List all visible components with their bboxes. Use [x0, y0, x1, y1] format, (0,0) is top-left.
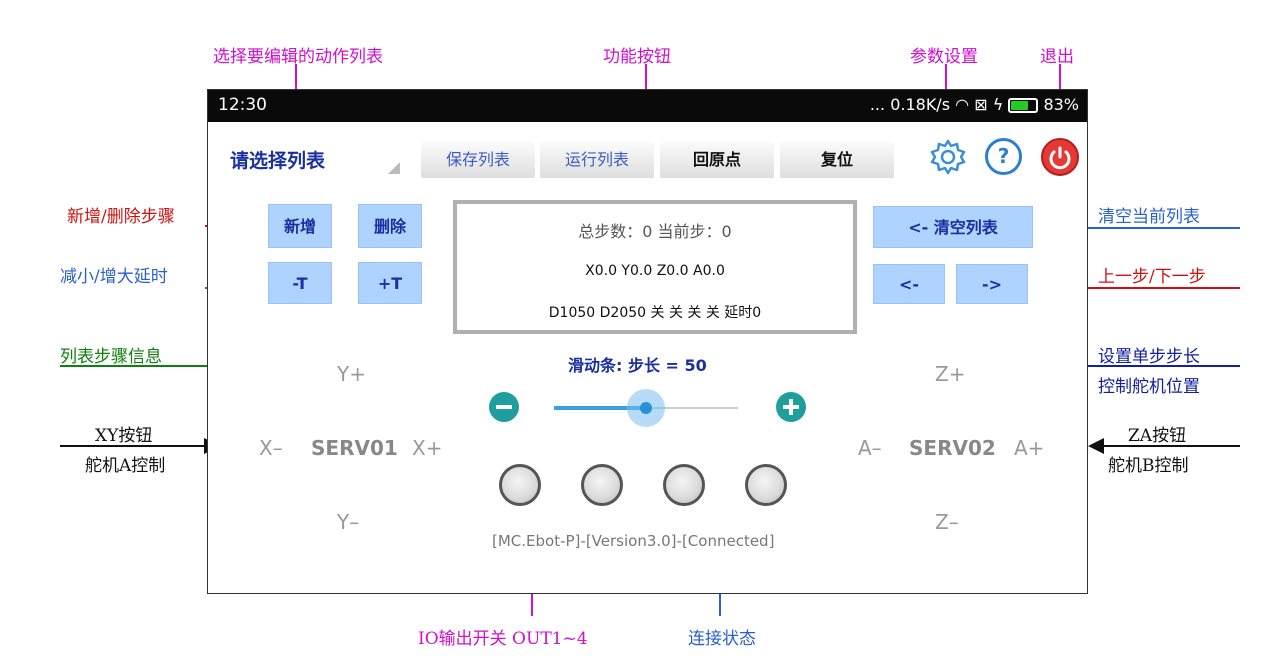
settings-gear-icon[interactable]: [928, 137, 968, 177]
annotation-clear-list: 清空当前列表: [1098, 207, 1200, 227]
annotation-servo-pos: 控制舵机位置: [1098, 377, 1200, 397]
slider-thumb[interactable]: [627, 389, 665, 427]
gear-icon: [930, 139, 966, 175]
step-info-panel: 总步数：0 当前步：0 X0.0 Y0.0 Z0.0 A0.0 D1050 D2…: [453, 200, 857, 334]
annotation-za: ZA按钮: [1128, 426, 1187, 446]
network-speed: ... 0.18K/s: [869, 95, 951, 114]
annotation-servo-a: 舵机A控制: [85, 456, 166, 476]
home-button[interactable]: 回原点: [660, 142, 774, 178]
plus-glyph-v: [789, 399, 793, 415]
save-list-button[interactable]: 保存列表: [421, 142, 535, 178]
position-text: X0.0 Y0.0 Z0.0 A0.0: [585, 263, 725, 279]
help-icon[interactable]: ?: [985, 138, 1022, 175]
battery-icon: [1008, 98, 1039, 113]
status-bar: 12:30 ... 0.18K/s ◠ ⊠ ϟ 83%: [208, 90, 1087, 122]
joystick-a-left[interactable]: X–: [259, 436, 283, 460]
slider-fill: [554, 406, 646, 410]
increase-delay-button[interactable]: +T: [358, 262, 422, 304]
io-out3-button[interactable]: [663, 464, 705, 506]
minus-glyph: [496, 405, 512, 409]
annotation-step-info: 列表步骤信息: [60, 347, 162, 367]
annotation-add-delete: 新增/删除步骤: [67, 207, 175, 227]
annotation-servo-b: 舵机B控制: [1108, 456, 1189, 476]
battery-fill: [1011, 101, 1028, 110]
joystick-b-left[interactable]: A–: [858, 436, 882, 460]
dropdown-corner-icon: [388, 162, 400, 174]
reset-button[interactable]: 复位: [780, 142, 894, 178]
decrease-delay-button[interactable]: -T: [268, 262, 332, 304]
io-delay-text: D1050 D2050 关 关 关 关 延时0: [548, 305, 762, 321]
sim-icon: ⊠: [974, 95, 988, 114]
list-select-dropdown[interactable]: 请选择列表: [230, 146, 400, 176]
joystick-b-up[interactable]: Z+: [935, 362, 966, 386]
delete-step-button[interactable]: 删除: [358, 204, 422, 248]
run-list-button[interactable]: 运行列表: [540, 142, 654, 178]
annotation-exit: 退出: [1040, 47, 1074, 67]
slider-decrease-icon[interactable]: [489, 392, 519, 422]
annotation-prev-next: 上一步/下一步: [1098, 267, 1206, 287]
wifi-icon: ◠: [955, 95, 970, 114]
annotation-param-settings: 参数设置: [910, 47, 978, 67]
prev-step-button[interactable]: <-: [873, 264, 945, 304]
annotation-function-buttons: 功能按钮: [603, 47, 671, 67]
joystick-b-right[interactable]: A+: [1014, 436, 1045, 460]
slider-thumb-core: [640, 402, 652, 414]
joystick-b-center[interactable]: SERV02: [909, 436, 996, 460]
step-count-text: 总步数：0 当前步：0: [578, 222, 732, 241]
battery-percent: 83%: [1043, 95, 1079, 114]
slider-increase-icon[interactable]: [776, 392, 806, 422]
phone-screen: 12:30 ... 0.18K/s ◠ ⊠ ϟ 83% 请选择列表 保存列表 运…: [207, 89, 1088, 594]
annotation-delay: 减小/增大延时: [60, 267, 168, 287]
annotation-io-output: IO输出开关 OUT1~4: [418, 629, 588, 649]
joystick-b-down[interactable]: Z–: [935, 510, 959, 534]
io-out4-button[interactable]: [745, 464, 787, 506]
add-step-button[interactable]: 新增: [268, 204, 332, 248]
joystick-a-right[interactable]: X+: [412, 436, 443, 460]
joystick-a-center[interactable]: SERV01: [311, 436, 398, 460]
next-step-button[interactable]: ->: [956, 264, 1028, 304]
clear-list-button[interactable]: <- 清空列表: [873, 206, 1033, 248]
connection-status: [MC.Ebot-P]-[Version3.0]-[Connected]: [492, 532, 775, 550]
annotation-connection: 连接状态: [688, 629, 756, 649]
annotation-step-size: 设置单步步长: [1098, 347, 1200, 367]
slider-title: 滑动条: 步长 = 50: [568, 356, 707, 375]
io-out1-button[interactable]: [499, 464, 541, 506]
status-time: 12:30: [218, 95, 267, 115]
power-exit-icon[interactable]: [1041, 138, 1079, 176]
annotation-select-list: 选择要编辑的动作列表: [213, 47, 383, 67]
list-select-label: 请选择列表: [230, 150, 326, 172]
joystick-a-up[interactable]: Y+: [337, 362, 366, 386]
annotation-xy: XY按钮: [95, 426, 153, 446]
charging-icon: ϟ: [992, 95, 1004, 114]
io-out2-button[interactable]: [581, 464, 623, 506]
status-right: ... 0.18K/s ◠ ⊠ ϟ 83%: [870, 95, 1079, 114]
power-icon: [1049, 146, 1071, 170]
joystick-a-down[interactable]: Y–: [337, 510, 360, 534]
